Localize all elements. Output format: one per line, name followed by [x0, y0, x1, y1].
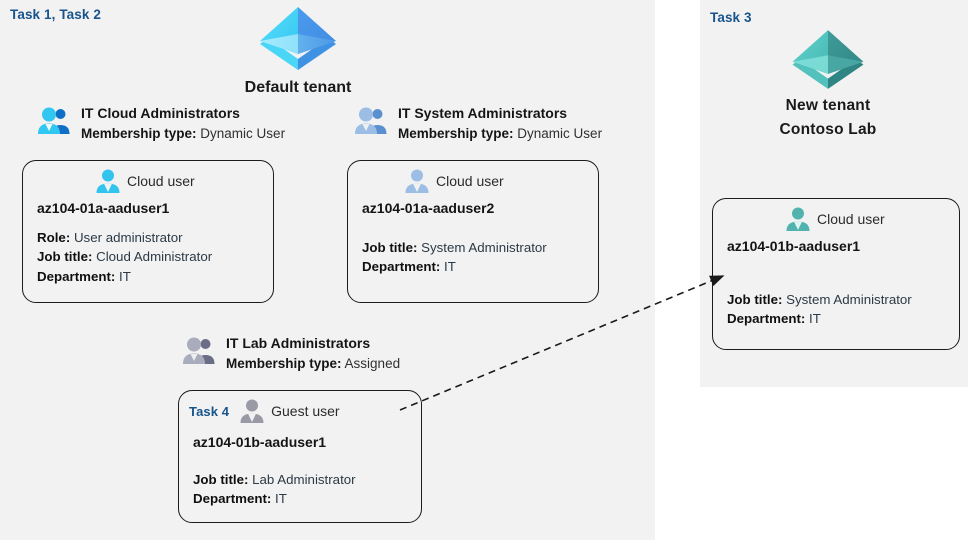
user-attributes: Role: User administrator Job title: Clou…: [37, 228, 273, 286]
user-attribute-row: Role: User administrator: [37, 228, 273, 247]
group-it-system-administrators: IT System Administrators Membership type…: [355, 104, 602, 143]
card-header: Task 4 Guest user: [179, 391, 421, 424]
azure-ad-tenant-icon: [260, 7, 336, 70]
user-attribute-row: Job title: System Administrator: [727, 290, 959, 309]
user-card-az104-01a-aaduser2[interactable]: Cloud user az104-01a-aaduser2 Job title:…: [347, 160, 599, 303]
user-principal-name: az104-01b-aaduser1: [193, 434, 327, 450]
user-principal-name: az104-01a-aaduser2: [362, 200, 495, 216]
group-membership-type: Membership type: Assigned: [226, 354, 400, 373]
attribute-label: Job title:: [193, 472, 249, 487]
attribute-value: System Administrator: [786, 292, 912, 307]
attribute-label: Job title:: [37, 249, 93, 265]
task-label-4: Task 4: [189, 403, 230, 419]
group-name: IT Lab Administrators: [226, 335, 371, 351]
attribute-value: IT: [444, 259, 456, 275]
user-type-label: Cloud user: [817, 211, 885, 227]
card-header: Cloud user: [348, 161, 598, 194]
task-label-3: Task 3: [710, 10, 752, 25]
new-tenant-block: New tenant Contoso Lab: [758, 25, 898, 142]
attribute-label: Department:: [193, 491, 272, 507]
membership-value: Dynamic User: [517, 125, 603, 141]
group-membership-type: Membership type: Dynamic User: [81, 124, 285, 143]
membership-value: Assigned: [344, 355, 401, 371]
user-attribute-row: Job title: System Administrator: [362, 238, 598, 257]
cloud-user-icon: [405, 169, 429, 193]
guest-user-icon: [240, 399, 264, 423]
attribute-value: IT: [119, 268, 131, 284]
group-it-lab-administrators: IT Lab Administrators Membership type: A…: [183, 334, 400, 373]
attribute-value: IT: [809, 311, 821, 327]
new-tenant-name-line2: Contoso Lab: [779, 121, 877, 139]
default-tenant-name: Default tenant: [244, 79, 352, 96]
attribute-label: Department:: [727, 311, 806, 327]
membership-label: Membership type:: [81, 125, 197, 141]
attribute-label: Department:: [37, 268, 116, 284]
membership-value: Dynamic User: [200, 125, 286, 141]
group-name: IT Cloud Administrators: [81, 105, 240, 121]
attribute-label: Job title:: [362, 240, 418, 255]
group-users-icon: [355, 107, 387, 134]
new-tenant-name-line1: New tenant: [785, 97, 871, 114]
user-attributes: Job title: System Administrator Departme…: [727, 290, 959, 329]
user-type-label: Cloud user: [436, 173, 504, 189]
user-attribute-row: Job title: Lab Administrator: [193, 470, 421, 489]
user-card-az104-01b-aaduser1-guest[interactable]: Task 4 Guest user az104-01b-aaduser1 Job…: [178, 390, 422, 523]
membership-label: Membership type:: [398, 125, 514, 141]
group-users-icon: [183, 337, 215, 364]
attribute-label: Department:: [362, 259, 441, 275]
user-attribute-row: Department: IT: [727, 309, 959, 328]
group-name: IT System Administrators: [398, 105, 568, 121]
cloud-user-icon: [96, 169, 120, 193]
user-attribute-row: Job title: Cloud Administrator: [37, 247, 273, 266]
user-card-az104-01b-aaduser1-new-tenant[interactable]: Cloud user az104-01b-aaduser1 Job title:…: [712, 198, 960, 350]
user-type-label: Guest user: [271, 403, 340, 419]
group-membership-type: Membership type: Dynamic User: [398, 124, 602, 143]
user-attribute-row: Department: IT: [362, 257, 598, 276]
card-header: Cloud user: [713, 199, 959, 232]
card-header: Cloud user: [23, 161, 273, 194]
attribute-value: System Administrator: [421, 240, 547, 255]
group-it-cloud-administrators: IT Cloud Administrators Membership type:…: [38, 104, 285, 143]
membership-label: Membership type:: [226, 355, 342, 371]
user-principal-name: az104-01a-aaduser1: [37, 200, 170, 216]
user-type-label: Cloud user: [127, 173, 195, 189]
user-attributes: Job title: System Administrator Departme…: [362, 238, 598, 277]
group-users-icon: [38, 107, 70, 134]
cloud-user-icon: [786, 207, 810, 231]
attribute-value: Lab Administrator: [252, 472, 356, 487]
task-label-1-2: Task 1, Task 2: [10, 7, 101, 22]
azure-ad-tenant-icon: [792, 30, 864, 89]
user-attributes: Job title: Lab Administrator Department:…: [193, 470, 421, 509]
user-card-az104-01a-aaduser1[interactable]: Cloud user az104-01a-aaduser1 Role: User…: [22, 160, 274, 303]
attribute-label: Role:: [37, 230, 71, 245]
default-tenant-block: Default tenant: [228, 2, 368, 99]
attribute-value: User administrator: [73, 230, 183, 245]
user-principal-name: az104-01b-aaduser1: [727, 238, 861, 254]
attribute-label: Job title:: [727, 292, 783, 307]
user-attribute-row: Department: IT: [193, 489, 421, 508]
user-attribute-row: Department: IT: [37, 267, 273, 286]
attribute-value: IT: [275, 491, 287, 507]
attribute-value: Cloud Administrator: [96, 249, 213, 265]
